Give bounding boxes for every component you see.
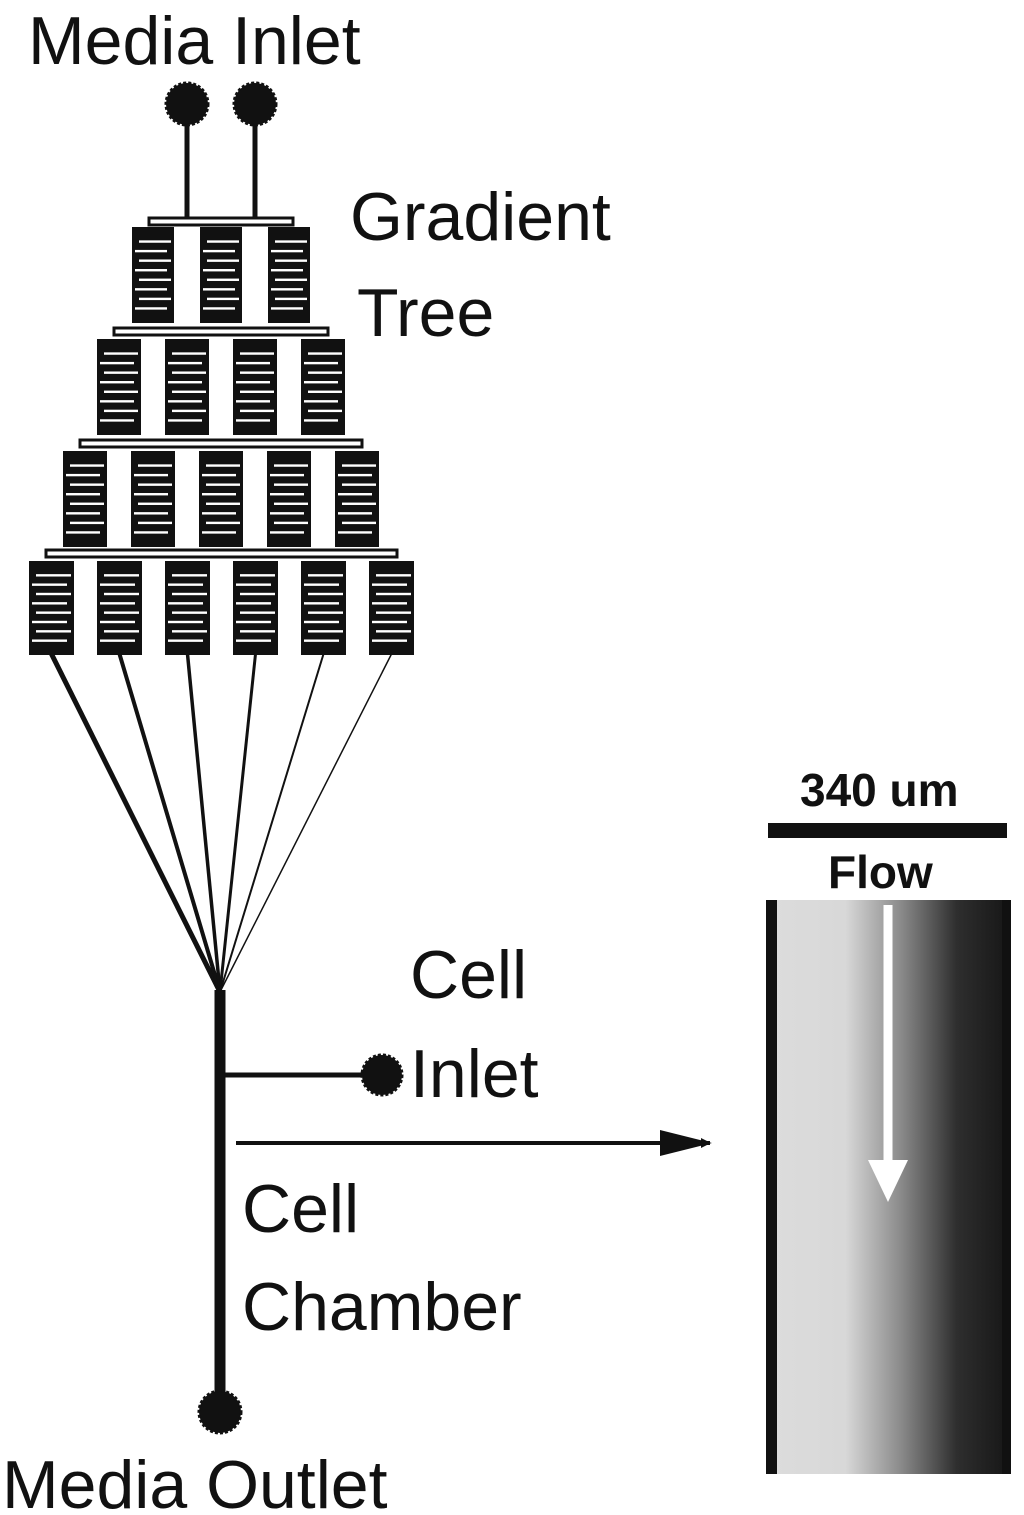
mixer-serpentine — [165, 561, 210, 655]
mixer-serpentine — [29, 561, 74, 655]
gradient-tree — [29, 216, 414, 655]
media-outlet-label: Media Outlet — [2, 1447, 388, 1515]
mixer-serpentine — [132, 227, 174, 323]
fan-channel — [185, 653, 222, 993]
media-inlet-port-right — [232, 81, 278, 127]
distribution-bar — [44, 548, 399, 559]
fan-channel — [219, 653, 393, 993]
cell-chamber-label-line2: Chamber — [242, 1269, 522, 1345]
distribution-bar — [112, 326, 330, 337]
mixer-serpentine — [267, 451, 311, 547]
media-inlet-ports — [164, 81, 278, 218]
fan-channel — [218, 653, 257, 993]
media-inlet-label: Media Inlet — [28, 3, 361, 79]
chamber-wall-right — [1002, 900, 1011, 1474]
mixer-serpentine — [301, 561, 346, 655]
flow-label: Flow — [828, 846, 933, 898]
mixer-serpentine — [233, 339, 277, 435]
mixer-serpentine — [199, 451, 243, 547]
mixer-serpentine — [165, 339, 209, 435]
mixer-serpentine — [335, 451, 379, 547]
fan-in-channels — [49, 652, 393, 994]
mixer-serpentine — [63, 451, 107, 547]
chamber-zoom-view — [766, 823, 1011, 1474]
cell-inlet-label-line2: Inlet — [410, 1036, 539, 1112]
fan-channel — [219, 653, 325, 993]
scale-bar-label: 340 um — [800, 764, 959, 816]
distribution-bar — [147, 216, 295, 227]
cell-inlet-port — [360, 1053, 404, 1097]
mixer-serpentine — [268, 227, 310, 323]
fan-channel — [49, 652, 223, 994]
mixer-serpentine — [131, 451, 175, 547]
zoom-pointer-arrowhead — [660, 1130, 712, 1156]
media-inlet-port-left — [164, 81, 210, 127]
mixer-serpentine — [301, 339, 345, 435]
gradient-tree-label-line2: Tree — [357, 275, 494, 351]
mixer-serpentine — [369, 561, 414, 655]
mixer-serpentine — [200, 227, 242, 323]
cell-chamber-label-line1: Cell — [242, 1171, 359, 1247]
media-outlet-port — [197, 1389, 243, 1435]
fan-channel — [117, 653, 222, 993]
mixer-serpentine — [97, 561, 142, 655]
gradient-tree-label-line1: Gradient — [350, 179, 611, 255]
scale-bar — [768, 823, 1007, 838]
cell-inlet-label-line1: Cell — [410, 937, 527, 1013]
mixer-serpentine — [233, 561, 278, 655]
distribution-bar — [78, 438, 364, 449]
mixer-serpentine — [97, 339, 141, 435]
chamber-wall-left — [766, 900, 777, 1474]
flow-arrow-head — [868, 1160, 908, 1202]
